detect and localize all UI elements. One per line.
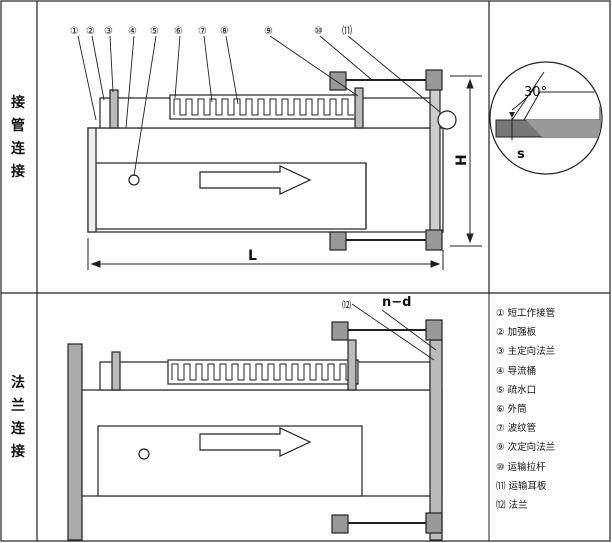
- callout-5: ⑤: [150, 26, 159, 37]
- secondary-flange: [354, 87, 364, 129]
- legend-item-label: 主定向法兰: [507, 346, 556, 358]
- legend-item-label: 短工作接管: [507, 308, 556, 319]
- flange-drain-port: [138, 448, 150, 460]
- flange-secondary-flange: [347, 339, 357, 391]
- legend-item-text: ⑤: [496, 384, 505, 396]
- legend-item-label: 加强板: [507, 327, 537, 339]
- callout-12: ⑿: [342, 299, 351, 311]
- flange-nut-top-right: [425, 319, 443, 341]
- legend-item-label: 运输拉杆: [507, 461, 546, 473]
- legend-item-text: ⑨: [496, 442, 505, 454]
- legend-item-text: ⑿: [496, 499, 506, 511]
- callout-1: ①: [70, 26, 79, 37]
- transport-lug: [437, 110, 457, 130]
- callout-9: ⑨: [264, 26, 273, 37]
- callout-4: ④: [128, 26, 137, 37]
- legend-item: ⑥ 外筒: [496, 400, 608, 419]
- legend-item: ② 加强板: [496, 323, 608, 342]
- legend-item: ⑨ 次定向法兰: [496, 438, 608, 457]
- section-label-pipe-connection: 接 管 连 接: [11, 95, 25, 180]
- drain-port: [128, 174, 140, 186]
- legend-item-text: ⑦: [496, 423, 505, 435]
- legend-item-text: ①: [496, 308, 505, 319]
- legend-item-label: 次定向法兰: [507, 442, 556, 454]
- legend-item-text: ②: [496, 327, 505, 339]
- callout-10: ⑩: [314, 26, 323, 37]
- flange-nut-bottom-right: [425, 512, 443, 534]
- legend-item: ④ 导流桶: [496, 362, 608, 381]
- inner-pipe: [95, 162, 367, 230]
- legend-item-label: 法兰: [508, 499, 528, 511]
- main-flange: [109, 89, 119, 129]
- dimension-label-h: H: [454, 154, 470, 166]
- thickness-label: s: [517, 147, 525, 162]
- nut-top-left: [329, 71, 347, 91]
- flange-bellows: [171, 363, 352, 381]
- legend-item-label: 运输耳板: [508, 480, 547, 492]
- legend-item: ⑦ 波纹管: [496, 419, 608, 438]
- dimension-label-l: L: [248, 248, 257, 264]
- flow-arrow: [199, 165, 312, 195]
- callout-leaders: [77, 35, 441, 177]
- flange-flow-arrow: [199, 427, 312, 457]
- nut-top-right: [425, 69, 443, 91]
- dimension-l: [87, 238, 444, 270]
- dimension-h: [450, 75, 482, 247]
- callout-8: ⑧: [220, 26, 229, 37]
- end-flange: [429, 79, 441, 233]
- legend-item-label: 外筒: [507, 403, 527, 415]
- right-flange: [429, 339, 443, 541]
- legend-item-text: ⑾: [496, 480, 506, 492]
- flange-callout-leaders: [351, 303, 437, 361]
- weld-angle-label: 30°: [524, 85, 547, 100]
- legend-item-text: ③: [496, 346, 505, 358]
- callout-numbers-top: ① ② ③ ④ ⑤ ⑥ ⑦ ⑧ ⑨ ⑩ ⑾: [70, 24, 352, 37]
- flange-connection-drawing: [67, 319, 443, 541]
- callout-6: ⑥: [174, 26, 183, 37]
- nut-bottom-left: [329, 231, 347, 251]
- callout-7: ⑦: [198, 26, 207, 37]
- bellows: [173, 98, 354, 116]
- legend-item-label: 导流桶: [507, 365, 537, 377]
- left-flange: [67, 343, 83, 541]
- legend-item: ① 短工作接管: [496, 304, 608, 323]
- legend-item-label: 疏水口: [507, 384, 537, 396]
- weld-detail: 30° s: [489, 61, 603, 175]
- callout-2: ②: [86, 26, 95, 37]
- legend-item: ⑩ 运输拉杆: [496, 458, 608, 477]
- legend-item-label: 波纹管: [507, 423, 537, 435]
- legend-item: ⑤ 疏水口: [496, 381, 608, 400]
- legend-item: ⑾ 运输耳板: [496, 477, 608, 496]
- legend-item-text: ④: [496, 365, 505, 377]
- section-label-flange-connection: 法 兰 连 接: [11, 375, 25, 460]
- callout-11: ⑾: [342, 24, 352, 37]
- legend-item: ③ 主定向法兰: [496, 342, 608, 361]
- bolt-hole-label: n−d: [382, 295, 411, 310]
- short-pipe-end: [87, 127, 97, 233]
- callout-3: ③: [104, 26, 113, 37]
- legend-item-text: ⑩: [496, 461, 505, 473]
- flange-nut-top-left: [331, 321, 349, 341]
- flange-nut-bottom-left: [331, 514, 349, 534]
- nut-bottom-right: [425, 229, 443, 251]
- pipe-connection-drawing: [87, 69, 457, 251]
- flange-main-flange: [111, 351, 121, 391]
- legend-item: ⑿ 法兰: [496, 496, 608, 515]
- legend-item-text: ⑥: [496, 403, 505, 415]
